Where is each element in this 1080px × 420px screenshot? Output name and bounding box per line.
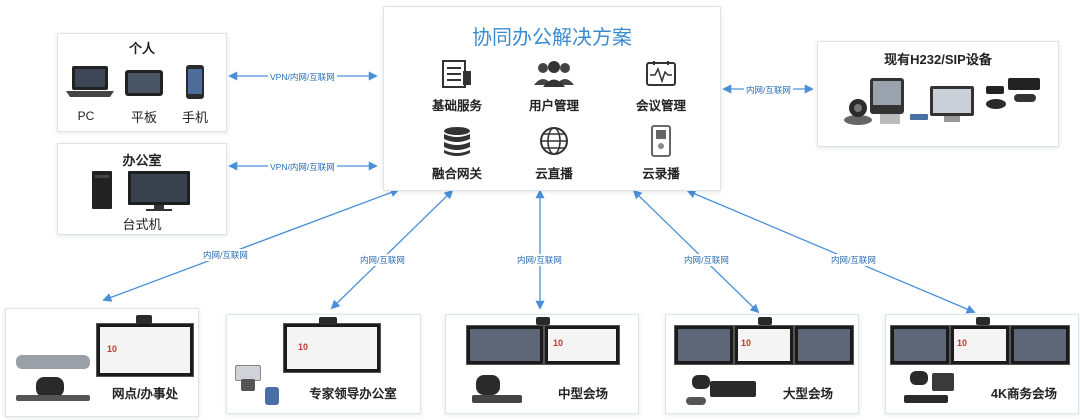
phone-icon bbox=[186, 65, 204, 99]
camera-icon bbox=[319, 317, 337, 325]
camera-icon bbox=[136, 315, 152, 324]
device-label-phone: 手机 bbox=[181, 110, 208, 125]
recorder-icon bbox=[651, 125, 671, 157]
service-gateway: 融合网关 bbox=[412, 125, 502, 182]
site-medium-screen-left bbox=[466, 325, 544, 365]
personal-box: 个人 PC 平板 手机 bbox=[57, 33, 227, 132]
site-4k-screen-2: 10 bbox=[950, 325, 1010, 365]
site-expert-screen: 10 bbox=[283, 323, 381, 373]
site-large-label: 大型会场 bbox=[782, 387, 833, 401]
service-meeting-label: 会议管理 bbox=[635, 99, 686, 113]
link-b5-line bbox=[686, 189, 976, 314]
service-basic-label: 基础服务 bbox=[431, 99, 482, 113]
codec-icon bbox=[904, 395, 948, 403]
site-expert-box: 10 专家领导办公室 bbox=[226, 314, 421, 414]
camera-base-icon bbox=[16, 395, 90, 401]
site-branch-box: 10 网点/办事处 bbox=[5, 308, 199, 417]
link-b4-label: 内网/互联网 bbox=[682, 254, 731, 266]
codec-icon bbox=[710, 381, 756, 397]
personal-title: 个人 bbox=[128, 41, 155, 56]
mic-pod-icon bbox=[686, 397, 706, 405]
site-branch-label: 网点/办事处 bbox=[112, 387, 178, 401]
office-device-label: 台式机 bbox=[122, 217, 162, 232]
codec-stack-icon bbox=[932, 373, 954, 391]
meeting-monitor-icon bbox=[646, 61, 676, 86]
service-live-label: 云直播 bbox=[535, 167, 573, 181]
site-4k-screen-1 bbox=[890, 325, 950, 365]
camera-icon bbox=[536, 317, 550, 325]
site-large-screen-1 bbox=[674, 325, 734, 365]
link-b3-label: 内网/互联网 bbox=[515, 254, 564, 266]
site-expert-label: 专家领导办公室 bbox=[309, 387, 397, 401]
ptz-camera-icon bbox=[36, 377, 64, 397]
users-icon bbox=[534, 61, 574, 87]
office-box: 办公室 台式机 bbox=[57, 143, 227, 235]
legacy-box: 现有H232/SIP设备 bbox=[817, 41, 1059, 147]
link-office-label: VPN/内网/互联网 bbox=[268, 161, 337, 173]
site-medium-label: 中型会场 bbox=[557, 387, 608, 401]
service-meeting: 会议管理 bbox=[616, 59, 706, 114]
ptz-camera-icon bbox=[910, 371, 928, 385]
service-record: 云录播 bbox=[616, 125, 706, 182]
link-personal-label: VPN/内网/互联网 bbox=[268, 71, 337, 83]
camera-icon bbox=[976, 317, 990, 325]
legacy-devices-image bbox=[844, 78, 1040, 125]
screen-badge: 10 bbox=[298, 342, 309, 352]
camera-icon bbox=[758, 317, 772, 325]
ptz-camera-icon bbox=[692, 375, 710, 389]
soundbar-icon bbox=[16, 355, 90, 369]
site-4k-label: 4K商务会场 bbox=[991, 387, 1057, 401]
site-medium-screen-right: 10 bbox=[544, 325, 620, 365]
service-record-label: 云录播 bbox=[642, 167, 680, 181]
server-icon bbox=[442, 60, 471, 88]
ptz-camera-icon bbox=[476, 375, 500, 395]
service-users: 用户管理 bbox=[509, 59, 599, 114]
screen-badge: 10 bbox=[107, 344, 118, 354]
site-large-screen-2: 10 bbox=[734, 325, 794, 365]
link-b5-label: 内网/互联网 bbox=[829, 254, 878, 266]
endpoint-base-icon bbox=[241, 379, 255, 391]
site-large-screen-3 bbox=[794, 325, 854, 365]
laptop-icon bbox=[66, 66, 114, 97]
legacy-title: 现有H232/SIP设备 bbox=[884, 52, 992, 67]
link-b2-line bbox=[330, 189, 454, 310]
link-b2-label: 内网/互联网 bbox=[358, 254, 407, 266]
office-title: 办公室 bbox=[122, 153, 162, 168]
device-label-pc: PC bbox=[77, 109, 95, 123]
database-icon bbox=[444, 127, 470, 156]
service-live: 云直播 bbox=[509, 125, 599, 182]
screen-badge: 10 bbox=[741, 338, 752, 348]
solution-title: 协同办公解决方案 bbox=[472, 27, 632, 49]
globe-icon bbox=[540, 127, 568, 155]
site-large-box: 10 大型会场 bbox=[665, 314, 859, 414]
site-medium-box: 10 中型会场 bbox=[445, 314, 639, 414]
device-label-tablet: 平板 bbox=[130, 110, 157, 125]
link-b1-label: 内网/互联网 bbox=[201, 249, 250, 261]
screen-badge: 10 bbox=[553, 338, 564, 348]
codec-icon bbox=[472, 395, 522, 403]
link-legacy-label: 内网/互联网 bbox=[744, 84, 793, 96]
tablet-icon bbox=[125, 70, 163, 96]
service-users-label: 用户管理 bbox=[528, 99, 579, 113]
site-4k-box: 10 4K商务会场 bbox=[885, 314, 1079, 414]
screen-badge: 10 bbox=[957, 338, 968, 348]
service-basic: 基础服务 bbox=[412, 59, 502, 114]
touch-panel-icon bbox=[265, 387, 279, 405]
site-branch-screen: 10 bbox=[96, 323, 194, 377]
desktop-computer-icon bbox=[92, 171, 190, 211]
solution-box: 协同办公解决方案 基础服务 用户管理 会议管理 bbox=[383, 6, 721, 191]
service-gateway-label: 融合网关 bbox=[431, 167, 482, 181]
site-4k-screen-3 bbox=[1010, 325, 1070, 365]
link-b4-line bbox=[632, 189, 760, 314]
